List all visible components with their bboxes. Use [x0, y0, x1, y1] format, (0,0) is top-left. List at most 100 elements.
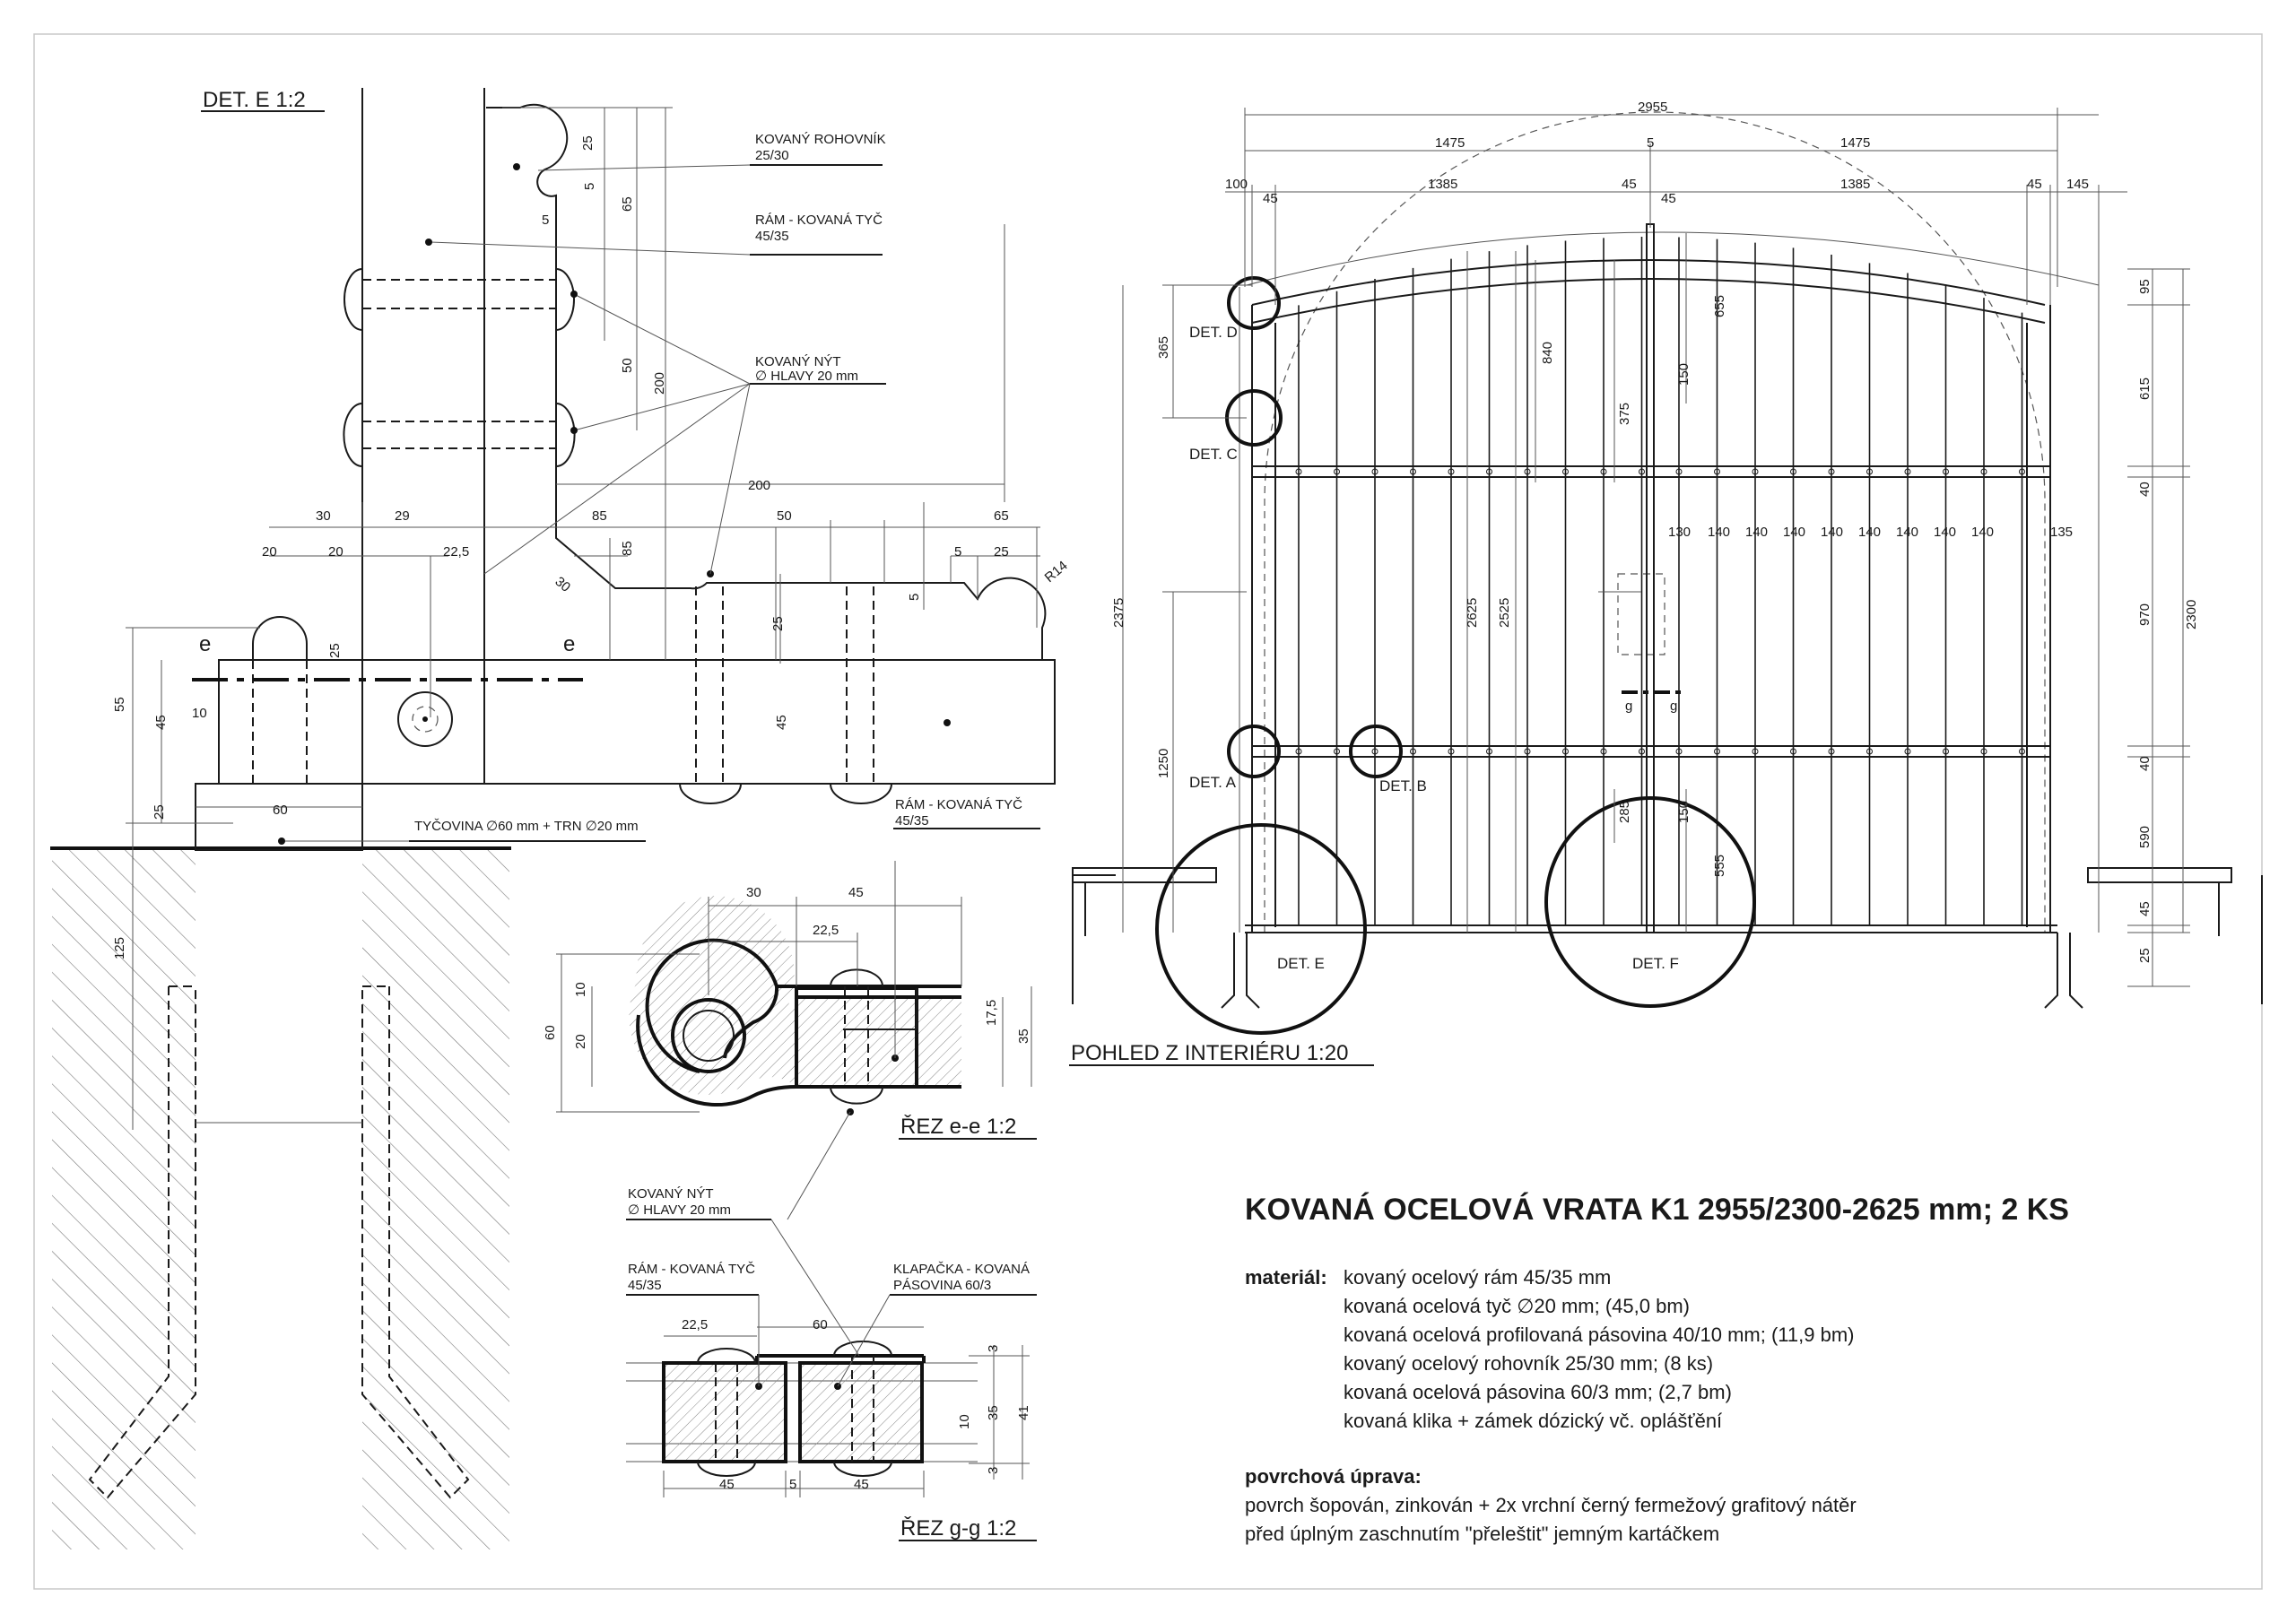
drawing-title: KOVANÁ OCELOVÁ VRATA K1 2955/2300-2625 m… — [1245, 1193, 2069, 1227]
dim-e-200h: 200 — [748, 478, 770, 493]
rivet — [1524, 468, 1531, 475]
dim-ee-17-5: 17,5 — [984, 1000, 999, 1026]
dim-e-5d: 5 — [907, 594, 922, 601]
rivet — [1943, 748, 1949, 755]
callout-ram1-1: RÁM - KOVANÁ TYČ — [755, 213, 883, 228]
dim-elev-2375: 2375 — [1111, 598, 1126, 628]
callout-nyt2-1: KOVANÝ NÝT — [628, 1186, 714, 1202]
dim-elev-45b: 45 — [1622, 177, 1637, 192]
dim-e-45a: 45 — [153, 715, 169, 730]
dim-e-25a: 25 — [580, 135, 596, 151]
dim-e-55: 55 — [112, 697, 127, 712]
dim-elev-555: 555 — [1712, 855, 1727, 877]
sheet-border — [33, 33, 2263, 1590]
material-label: materiál: — [1245, 1266, 1327, 1289]
dim-gg-3a: 3 — [986, 1345, 1001, 1352]
dim-ee-30: 30 — [746, 885, 761, 900]
dim-elev-1250: 1250 — [1156, 749, 1171, 778]
material-line-4: kovaný ocelový rohovník 25/30 mm; (8 ks) — [1344, 1352, 1713, 1375]
detail-e-circle — [1155, 823, 1367, 1035]
rivet — [1980, 748, 1987, 755]
dim-elev-2525: 2525 — [1497, 598, 1512, 628]
dim-e-45b: 45 — [774, 715, 789, 730]
dim-e-29: 29 — [395, 508, 410, 524]
callout-rohovnik-2: 25/30 — [755, 148, 789, 163]
section-ee-drawing: 30 45 22,5 10 20 60 17,5 35 ŘEZ e-e 1:2 — [543, 861, 1037, 1220]
dim-elev-gap: 5 — [1647, 135, 1654, 151]
dim-e-25b: 25 — [994, 544, 1009, 560]
dim-elev-r590: 590 — [2137, 826, 2152, 848]
surface-line-2: před úplným zaschnutím "přeleštit" jemný… — [1245, 1523, 1719, 1545]
rivet — [1714, 748, 1720, 755]
rivet — [1448, 748, 1455, 755]
material-line-2: kovaná ocelová tyč ∅20 mm; (45,0 bm) — [1344, 1295, 1690, 1317]
callout-nyt2-2: ∅ HLAVY 20 mm — [628, 1202, 731, 1218]
dim-elev-375: 375 — [1617, 403, 1632, 425]
rivet — [1752, 748, 1759, 755]
dim-gg-10: 10 — [957, 1414, 972, 1429]
rivet — [1790, 468, 1796, 475]
dim-elev-half-r: 1475 — [1840, 135, 1870, 151]
material-line-6: kovaná klika + zámek dózický vč. oplášťě… — [1344, 1410, 1722, 1432]
dim-e-25e: 25 — [152, 804, 167, 820]
rivet — [1675, 748, 1683, 755]
dim-elev-r40b: 40 — [2137, 756, 2152, 771]
rivet — [1334, 468, 1340, 475]
dim-ee-60: 60 — [543, 1025, 558, 1040]
dim-e-125: 125 — [112, 937, 127, 959]
callout-nyt1-1: KOVANÝ NÝT — [755, 354, 841, 369]
rivet — [1904, 748, 1911, 755]
callout-rohovnik-1: KOVANÝ ROHOVNÍK — [755, 132, 886, 147]
rivet — [1639, 748, 1645, 755]
callout-ram2-1: RÁM - KOVANÁ TYČ — [895, 797, 1022, 812]
dim-e-25d-pin: 25 — [327, 643, 343, 658]
dim-elev-655: 655 — [1712, 295, 1727, 317]
rivet — [1866, 748, 1873, 755]
dim-e-22-5: 22,5 — [443, 544, 469, 560]
section-ee-title: ŘEZ e-e 1:2 — [900, 1115, 1016, 1139]
detail-d-circle — [1227, 276, 1281, 330]
detail-f-circle — [1544, 796, 1756, 1008]
callout-ram3-1: RÁM - KOVANÁ TYČ — [628, 1262, 755, 1277]
cut-mark-e-right: e — [563, 632, 575, 656]
detail-b-label: DET. B — [1379, 777, 1427, 794]
rivet — [1714, 468, 1720, 475]
dim-e-85v: 85 — [620, 541, 635, 556]
detail-c-label: DET. C — [1189, 446, 1238, 463]
dim-elev-150b: 150 — [1676, 801, 1692, 823]
dim-e-5b: 5 — [542, 213, 549, 228]
dim-ee-45: 45 — [848, 885, 864, 900]
rivet — [1410, 748, 1416, 755]
callout-nyt1-2: ∅ HLAVY 20 mm — [755, 369, 858, 384]
dim-elev-285: 285 — [1617, 801, 1632, 823]
dim-e-r14: R14 — [1042, 558, 1071, 586]
dim-gg-5: 5 — [789, 1477, 796, 1492]
rivet — [1904, 468, 1911, 475]
dim-elev-r25: 25 — [2137, 948, 2152, 963]
elevation-title: POHLED Z INTERIÉRU 1:20 — [1071, 1041, 1348, 1065]
dim-gg-22-5: 22,5 — [682, 1317, 708, 1332]
detail-a-circle — [1227, 725, 1281, 778]
dim-elev-45a: 45 — [1263, 191, 1278, 206]
rivet — [1790, 748, 1796, 755]
dim-e-65: 65 — [620, 196, 635, 212]
bar-spacing-dim: 140 — [1821, 525, 1843, 540]
rivet — [1562, 468, 1569, 475]
dim-elev-2625: 2625 — [1465, 598, 1480, 628]
rivet — [1371, 468, 1378, 475]
callout-ram3-2: 45/35 — [628, 1278, 662, 1293]
cut-mark-g-right: g — [1670, 699, 1677, 714]
dim-elev-1385a: 1385 — [1428, 177, 1457, 192]
dim-elev-365: 365 — [1156, 336, 1171, 359]
bar-spacing-dim: 130 — [1668, 525, 1691, 540]
dim-gg-45a: 45 — [719, 1477, 735, 1492]
rivet — [1866, 468, 1873, 475]
rivet — [1600, 468, 1607, 475]
rivet — [1675, 468, 1683, 475]
surface-label: povrchová úprava: — [1245, 1465, 1422, 1488]
material-line-5: kovaná ocelová pásovina 60/3 mm; (2,7 bm… — [1344, 1381, 1732, 1403]
dim-elev-r970: 970 — [2137, 603, 2152, 626]
rivet — [1639, 468, 1645, 475]
dim-e-30diag: 30 — [552, 574, 573, 595]
